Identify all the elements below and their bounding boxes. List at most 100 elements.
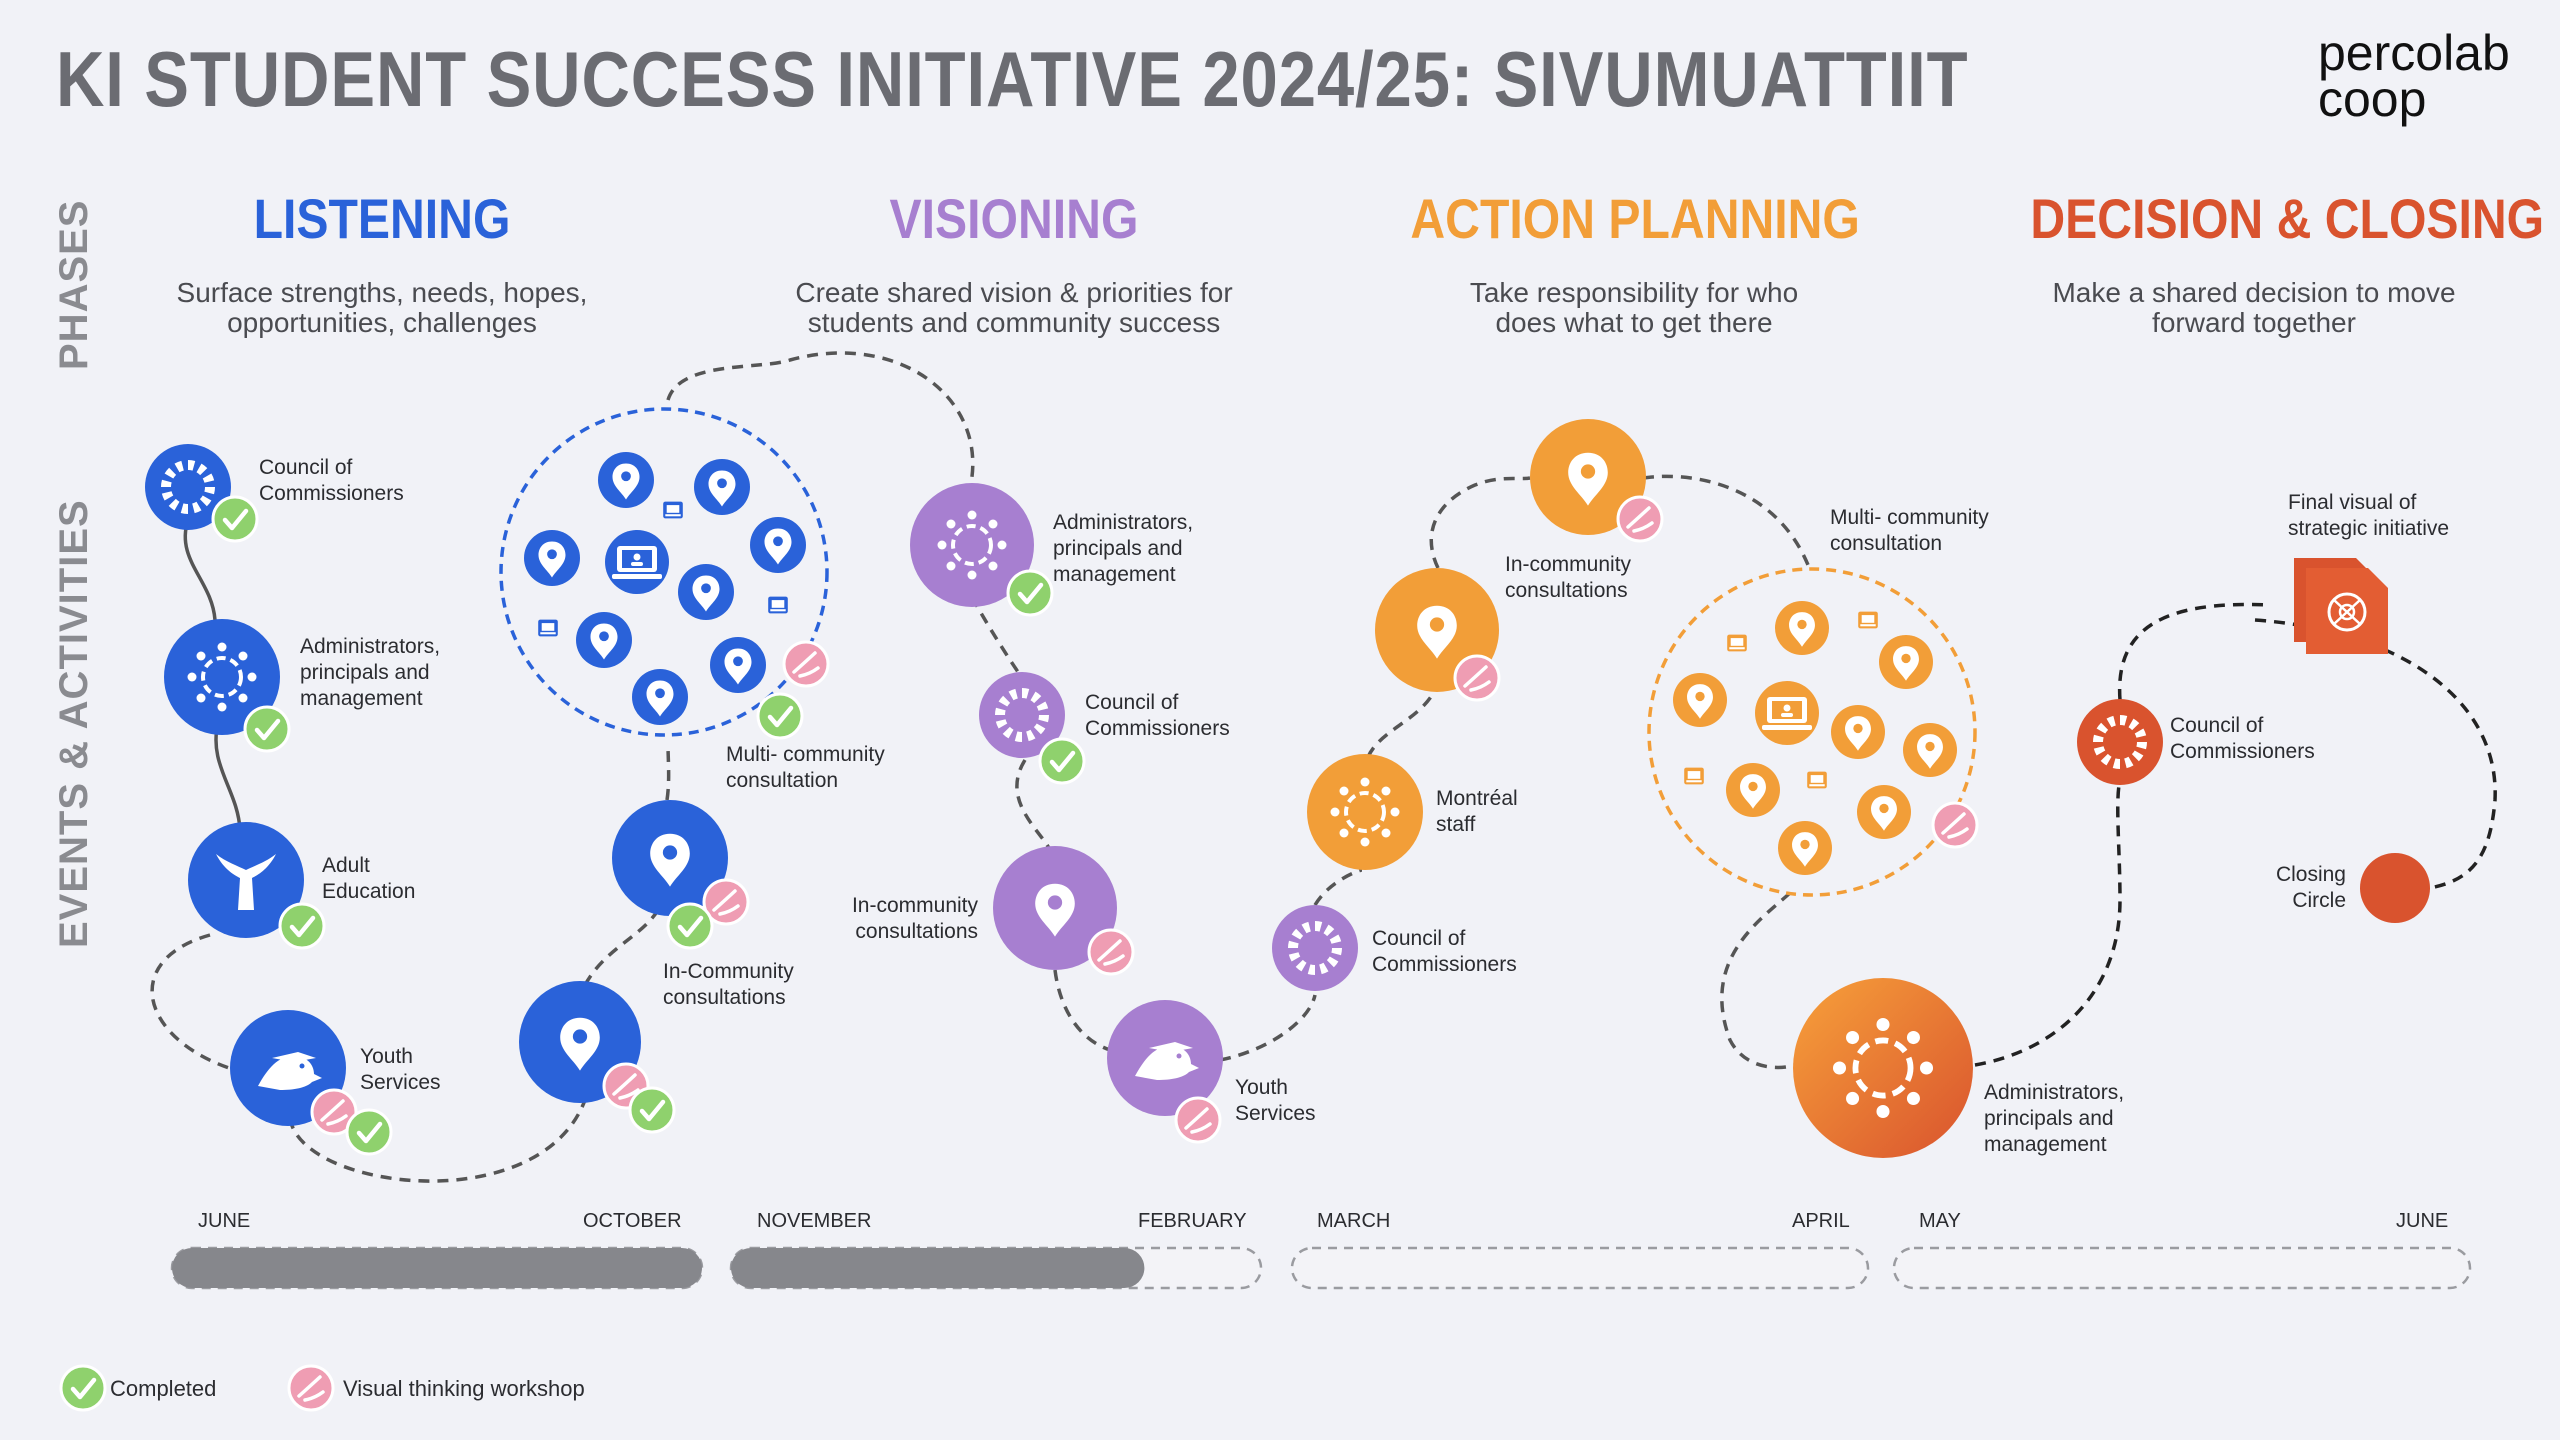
event-d-admin[interactable]	[1793, 978, 1973, 1158]
event-v-council[interactable]	[979, 672, 1084, 783]
workshop-brush-icon	[782, 640, 830, 688]
label-line: principals and	[1984, 1107, 2114, 1130]
label-line: consultations	[855, 920, 978, 943]
event-l-youth[interactable]	[230, 1010, 391, 1154]
completed-check-icon	[213, 497, 257, 541]
event-l-incomm-lower[interactable]	[519, 981, 674, 1132]
label-line: Commissioners	[1085, 717, 1230, 740]
event-v-incomm[interactable]	[993, 846, 1135, 976]
workshop-brush-icon	[1931, 801, 1979, 849]
month-label: APRIL	[1792, 1210, 1850, 1232]
label-d-council: Council of Commissioners	[2170, 713, 2315, 765]
completed-check-icon	[758, 694, 802, 738]
event-a-council[interactable]	[1272, 905, 1358, 991]
label-a-incomm: In-community consultations	[1505, 552, 1631, 604]
event-d-closing[interactable]	[2360, 853, 2430, 923]
phase-desc-line: Take responsibility for who	[1469, 277, 1799, 308]
timeline-fill-listening	[172, 1248, 702, 1288]
label-v-incomm: In-community consultations	[832, 893, 978, 945]
label-l-youth: Youth Services	[360, 1044, 441, 1096]
label-l-incomm: In-Community consultations	[663, 959, 794, 1011]
phase-desc-line: Create shared vision & priorities for	[795, 277, 1233, 308]
workshop-brush-icon	[1616, 495, 1664, 543]
phase-desc-line: forward together	[2152, 307, 2356, 338]
label-line: consultation	[726, 769, 839, 792]
connector-dashed	[1642, 474, 1812, 571]
label-line: Montréal	[1436, 787, 1518, 810]
label-d-closing: Closing Circle	[2230, 862, 2346, 914]
month-label: NOVEMBER	[757, 1210, 872, 1232]
label-l-multi: Multi- community consultation	[726, 742, 885, 794]
label-line: principals and	[300, 661, 430, 684]
event-l-incomm-upper[interactable]	[612, 800, 750, 948]
phase-title-visioning: VISIONING	[889, 187, 1139, 250]
month-label: FEBRUARY	[1138, 1210, 1247, 1232]
event-l-multi[interactable]	[499, 407, 830, 738]
legend-completed-label: Completed	[110, 1376, 217, 1401]
filled-circle-icon	[2360, 853, 2430, 923]
phase-desc-line: Make a shared decision to move	[2052, 277, 2456, 308]
logo-line-2: coop	[2318, 71, 2427, 127]
event-l-council[interactable]	[145, 444, 257, 541]
workshop-brush-icon	[1174, 1096, 1222, 1144]
label-v-council: Council of Commissioners	[1085, 690, 1230, 742]
label-line: staff	[1436, 813, 1476, 836]
event-v-admin[interactable]	[910, 483, 1052, 615]
connector-dashed	[288, 1099, 587, 1183]
phase-desc-line: opportunities, challenges	[227, 307, 537, 338]
label-l-council: Council of Commissioners	[259, 455, 404, 507]
label-line: strategic initiative	[2288, 517, 2450, 540]
event-d-council[interactable]	[2077, 699, 2163, 785]
month-label: MAY	[1919, 1210, 1961, 1232]
label-line: Youth	[360, 1045, 413, 1068]
connector-dashed	[1720, 891, 1796, 1070]
timeline	[170, 1246, 2472, 1290]
workshop-brush-icon	[1453, 654, 1501, 702]
label-line: In-community	[851, 894, 978, 917]
event-a-incomm-lower[interactable]	[1375, 568, 1501, 702]
event-v-youth[interactable]	[1107, 1000, 1223, 1144]
label-line: Services	[360, 1071, 441, 1094]
phase-desc-decision-closing: Make a shared decision to move forward t…	[1994, 278, 2514, 338]
connector-dashed	[1053, 969, 1111, 1052]
label-a-montreal: Montréal staff	[1436, 786, 1518, 838]
connector-dashed	[1366, 689, 1437, 758]
completed-check-icon	[668, 904, 712, 948]
event-a-multi[interactable]	[1647, 567, 1979, 897]
month-label: MARCH	[1317, 1210, 1391, 1232]
completed-check-icon	[1040, 739, 1084, 783]
connector-solid	[183, 519, 217, 621]
completed-check-icon	[1008, 571, 1052, 615]
legend-workshop-icon	[287, 1364, 335, 1412]
label-line: Commissioners	[1372, 953, 1517, 976]
completed-check-icon	[280, 904, 324, 948]
event-d-final[interactable]	[2292, 556, 2390, 656]
phase-desc-line: Surface strengths, needs, hopes,	[176, 277, 588, 308]
legend-workshop-label: Visual thinking workshop	[343, 1376, 585, 1401]
phase-desc-listening: Surface strengths, needs, hopes, opportu…	[122, 278, 642, 338]
label-a-multi: Multi- community consultation	[1830, 505, 1989, 557]
month-label: JUNE	[2396, 1210, 2449, 1232]
label-line: Administrators,	[1984, 1081, 2125, 1104]
event-l-adult[interactable]	[188, 822, 324, 948]
label-line: consultations	[663, 986, 786, 1009]
label-line: Council of	[1085, 691, 1179, 714]
label-v-youth: Youth Services	[1235, 1075, 1316, 1127]
legend-completed-icon	[61, 1366, 105, 1410]
workshop-brush-icon	[1087, 928, 1135, 976]
event-l-admin[interactable]	[164, 619, 289, 751]
phase-desc-visioning: Create shared vision & priorities for st…	[754, 278, 1274, 338]
connector-dashed	[583, 889, 669, 986]
connector-dashed	[1313, 868, 1363, 906]
connector-dashed	[2117, 602, 2271, 701]
phase-title-listening: LISTENING	[253, 187, 511, 250]
event-a-incomm-upper[interactable]	[1530, 419, 1664, 543]
month-label: JUNE	[198, 1210, 251, 1232]
label-line: Administrators,	[1053, 511, 1194, 534]
event-a-montreal[interactable]	[1307, 754, 1423, 870]
location-pins-cluster-icon	[1673, 601, 1957, 875]
label-line: management	[300, 687, 423, 710]
label-line: In-community	[1505, 553, 1632, 576]
